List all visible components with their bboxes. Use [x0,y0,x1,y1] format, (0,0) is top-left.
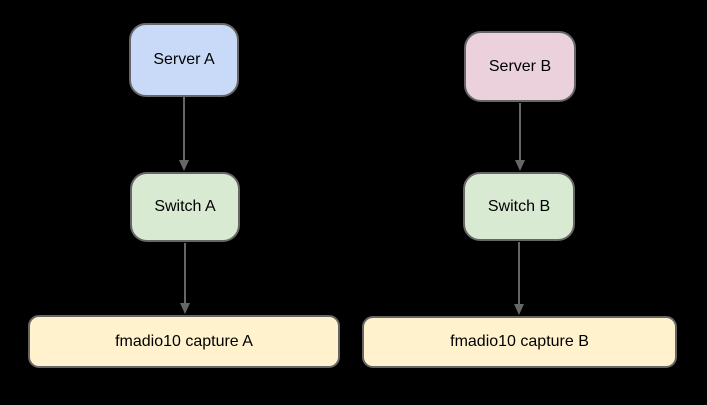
node-switch-b: Switch B [463,172,575,241]
arrow-server-a-to-switch-a [179,97,189,171]
node-label-capture-a: fmadio10 capture A [115,332,253,350]
node-server-b: Server B [464,31,576,102]
node-label-capture-b: fmadio10 capture B [450,333,589,350]
node-switch-a: Switch A [130,172,240,242]
arrow-switch-a-to-capture-a [180,243,190,314]
node-capture-a: fmadio10 capture A [28,315,340,368]
node-label-server-b: Server B [488,57,552,75]
arrow-switch-b-to-capture-b [514,242,524,315]
node-label-server-a: Server A [153,51,215,68]
node-capture-b: fmadio10 capture B [362,316,677,368]
node-server-a: Server A [129,23,239,97]
node-label-switch-a: Switch A [154,198,216,215]
node-label-switch-b: Switch B [487,197,551,215]
arrow-server-b-to-switch-b [515,103,525,171]
